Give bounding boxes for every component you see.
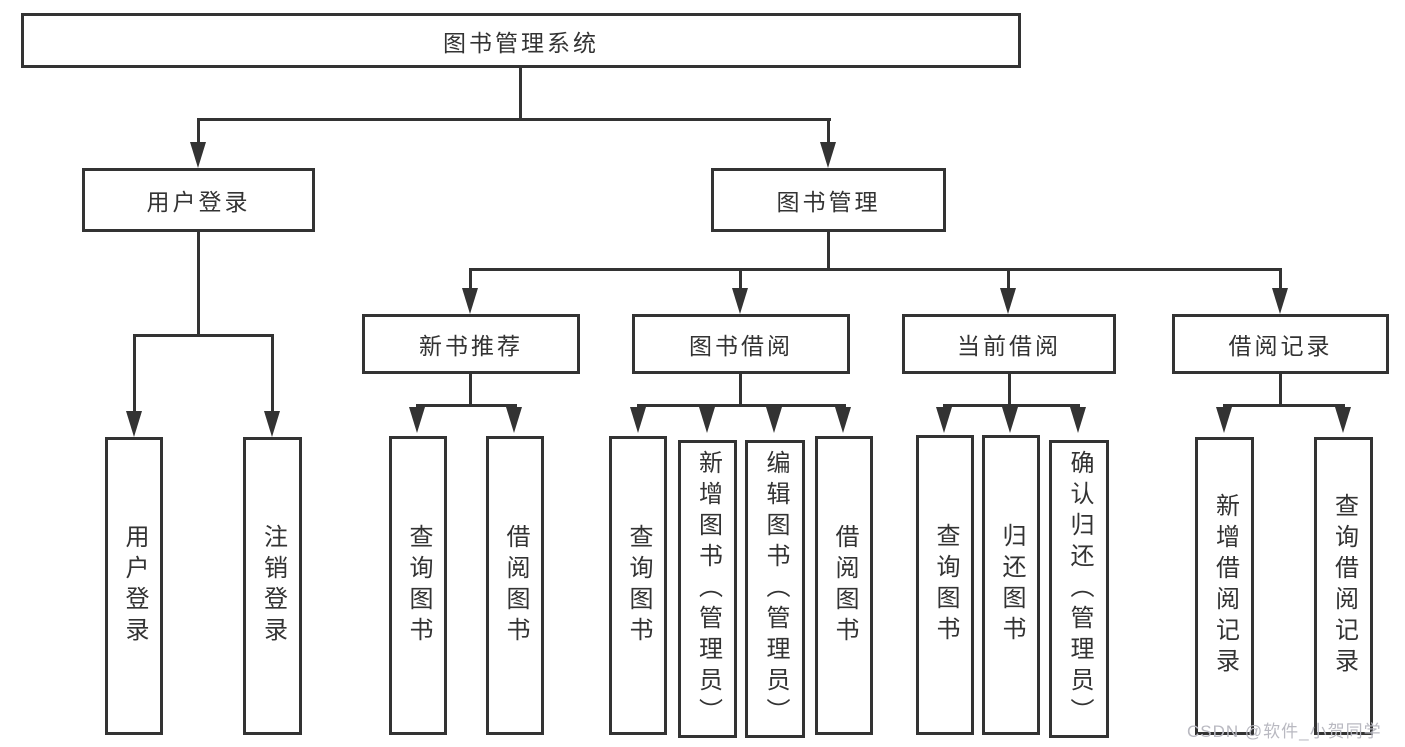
- connector-line: [1007, 268, 1010, 291]
- node-user-login: 用户登录: [82, 168, 315, 232]
- node-leaf-logout: 注销登录: [243, 437, 302, 735]
- node-label: 用户登录: [121, 524, 148, 648]
- node-leaf-confirm-return-admin: 确认归还（管理员）: [1049, 440, 1109, 738]
- connector-line: [827, 118, 830, 145]
- connector-arrow: [1272, 288, 1288, 314]
- node-current-borrow: 当前借阅: [902, 314, 1116, 374]
- connector-arrow: [766, 407, 782, 433]
- connector-line: [739, 373, 742, 407]
- node-label: 借阅图书: [831, 523, 858, 648]
- node-label: 归还图书: [998, 523, 1025, 647]
- node-label: 查询图书: [625, 523, 652, 648]
- node-leaf-add-borrow-record: 新增借阅记录: [1195, 437, 1254, 735]
- node-leaf-current-query-book: 查询图书: [916, 435, 974, 735]
- node-leaf-rec-borrow-book: 借阅图书: [486, 436, 544, 735]
- connector-line: [1223, 404, 1345, 407]
- node-leaf-return-book: 归还图书: [982, 435, 1040, 735]
- node-leaf-user-login: 用户登录: [105, 437, 163, 735]
- connector-line: [197, 118, 831, 121]
- node-label: 编辑图书（管理员）: [762, 449, 789, 729]
- connector-arrow: [630, 407, 646, 433]
- node-label: 新增图书（管理员）: [694, 449, 722, 729]
- connector-arrow: [820, 142, 836, 168]
- connector-line: [197, 232, 200, 336]
- node-leaf-borrow-book: 借阅图书: [815, 436, 873, 735]
- connector-line: [1279, 268, 1282, 291]
- connector-arrow: [1216, 407, 1232, 433]
- connector-line: [271, 334, 274, 412]
- connector-arrow: [264, 411, 280, 437]
- connector-arrow: [506, 407, 522, 433]
- connector-arrow: [126, 411, 142, 437]
- node-label: 确认归还（管理员）: [1066, 449, 1093, 729]
- connector-line: [519, 67, 522, 119]
- connector-line: [133, 334, 136, 412]
- connector-line: [416, 404, 517, 407]
- watermark: CSDN @软件_小贺同学: [1187, 722, 1382, 741]
- connector-line: [637, 404, 846, 407]
- connector-line: [943, 404, 1080, 407]
- node-book-management: 图书管理: [711, 168, 946, 232]
- connector-line: [1279, 373, 1282, 407]
- node-leaf-query-borrow-record: 查询借阅记录: [1314, 437, 1373, 735]
- connector-line: [133, 334, 274, 337]
- connector-line: [197, 118, 200, 145]
- connector-line: [469, 268, 472, 291]
- connector-arrow: [1335, 407, 1351, 433]
- node-book-borrow: 图书借阅: [632, 314, 850, 374]
- node-label: 查询图书: [405, 523, 432, 648]
- node-label: 新增借阅记录: [1211, 493, 1239, 679]
- connector-arrow: [1002, 407, 1018, 433]
- connector-arrow: [190, 142, 206, 168]
- connector-arrow: [1000, 288, 1016, 314]
- node-leaf-borrow-query-book: 查询图书: [609, 436, 667, 735]
- connector-line: [827, 232, 830, 270]
- node-borrow-records: 借阅记录: [1172, 314, 1389, 374]
- node-new-book-recommend: 新书推荐: [362, 314, 580, 374]
- connector-arrow: [409, 407, 425, 433]
- node-label: 查询图书: [932, 523, 959, 647]
- connector-line: [469, 373, 472, 407]
- connector-line: [469, 268, 1282, 271]
- connector-line: [1008, 373, 1011, 407]
- node-leaf-add-book-admin: 新增图书（管理员）: [678, 440, 737, 738]
- node-label: 查询借阅记录: [1330, 493, 1358, 679]
- node-root-system: 图书管理系统: [21, 13, 1021, 68]
- node-label: 借阅图书: [502, 523, 529, 648]
- connector-arrow: [835, 407, 851, 433]
- node-leaf-rec-query-book: 查询图书: [389, 436, 447, 735]
- connector-arrow: [699, 407, 715, 433]
- node-label: 注销登录: [259, 524, 287, 648]
- connector-line: [739, 268, 742, 291]
- connector-arrow: [1070, 407, 1086, 433]
- connector-arrow: [732, 288, 748, 314]
- node-leaf-edit-book-admin: 编辑图书（管理员）: [745, 440, 805, 738]
- connector-arrow: [462, 288, 478, 314]
- connector-arrow: [936, 407, 952, 433]
